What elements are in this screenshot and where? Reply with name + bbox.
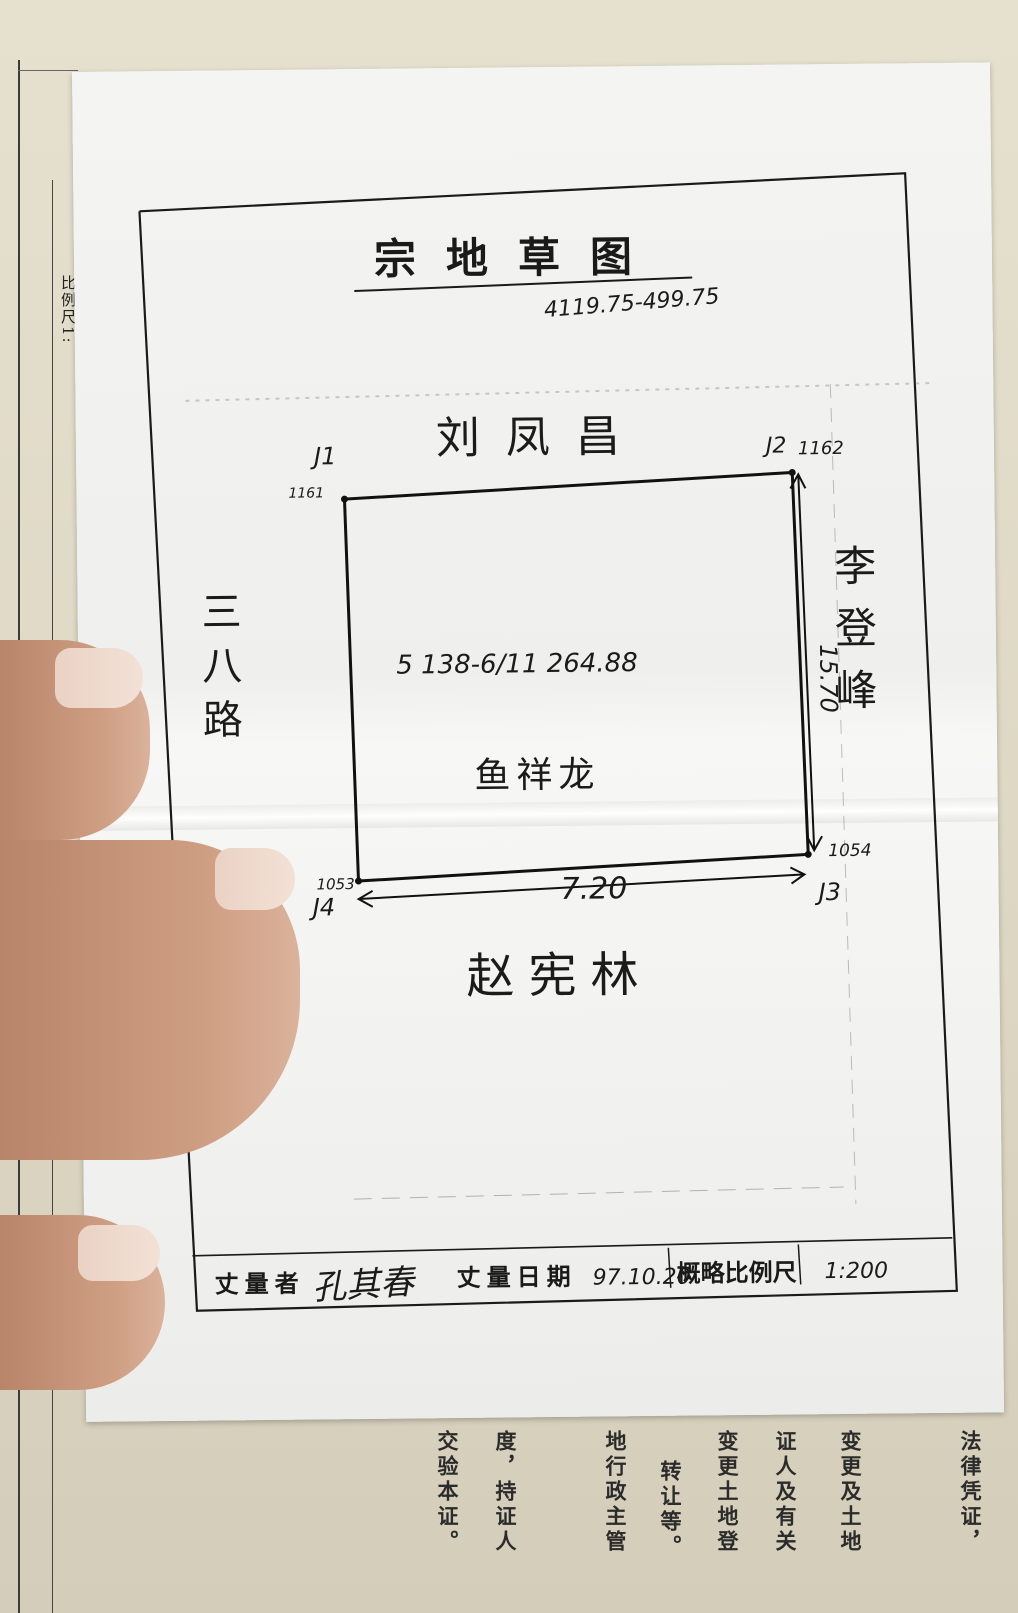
footer-divider	[797, 1244, 802, 1285]
page-rule	[18, 70, 78, 71]
background-text-column: 度，持证人	[493, 1430, 518, 1555]
arrow-head	[806, 835, 823, 853]
footer-divider	[667, 1247, 672, 1288]
arrow-head	[789, 866, 807, 885]
corner-code-j4: 1053	[316, 875, 354, 893]
date-label: 丈量日期	[456, 1262, 576, 1292]
footer-rule	[192, 1237, 953, 1257]
ghost-line	[829, 384, 857, 1204]
corner-label-j1: J1	[310, 442, 337, 470]
east-dimension-label: 15.70	[814, 644, 843, 713]
fingernail	[215, 848, 295, 910]
arrow-head	[789, 472, 807, 489]
document-title: 宗地草图	[374, 232, 663, 284]
corner-point-j1	[340, 495, 348, 503]
scale-label: 概略比例尺	[676, 1257, 796, 1287]
background-text-column: 转让等。	[658, 1460, 683, 1560]
corner-code-j2: 1162	[798, 438, 844, 459]
neighbor-west: 三八路	[194, 590, 242, 752]
neighbor-east: 李登峰	[827, 544, 878, 731]
fingernail	[55, 648, 143, 708]
corner-label-j4: J4	[309, 893, 336, 921]
printed-frame	[138, 172, 958, 1312]
neighbor-north: 刘凤昌	[436, 411, 647, 464]
scale-value: 1:200	[824, 1259, 888, 1285]
background-text-column: 地行政主管	[603, 1430, 628, 1555]
background-text-column: 法律凭证，	[958, 1430, 983, 1555]
ghost-line	[185, 381, 936, 402]
parcel-code: 4119.75-499.75	[543, 284, 720, 323]
south-dimension-label: 7.20	[560, 871, 627, 907]
surveyor-label: 丈量者	[215, 1269, 305, 1299]
title-underline	[354, 276, 693, 293]
corner-label-j2: J2	[762, 434, 787, 459]
date-value: 97.10.20	[593, 1265, 691, 1291]
east-dimension-line	[797, 474, 816, 850]
corner-code-j3: 1054	[828, 841, 871, 861]
parcel-sketch-sheet: 宗地草图 4119.75-499.75 刘凤昌 李登峰 三八路 赵宪林 鱼祥龙 …	[72, 62, 1005, 1422]
corner-code-j1: 1161	[288, 485, 324, 501]
neighbor-south: 赵宪林	[466, 947, 653, 1005]
ghost-line	[353, 1186, 844, 1200]
surveyor-signature: 孔其春	[311, 1262, 418, 1309]
south-dimension-line	[358, 873, 805, 901]
parcel-label: 5 138-6/11 264.88	[396, 648, 638, 681]
background-scale-label: 比例尺1:	[59, 275, 77, 345]
background-text-column: 证人及有关	[773, 1430, 798, 1555]
parcel-sketch-drawing: 宗地草图 4119.75-499.75 刘凤昌 李登峰 三八路 赵宪林 鱼祥龙 …	[138, 172, 958, 1312]
corner-point-j2	[788, 468, 796, 476]
background-text-column: 交验本证。	[435, 1430, 460, 1555]
corner-point-j4	[354, 877, 362, 885]
corner-label-j3: J3	[814, 878, 841, 906]
background-text-column: 变更土地登	[715, 1430, 740, 1555]
corner-point-j3	[804, 850, 812, 858]
owner-name: 鱼祥龙	[474, 755, 600, 797]
background-text-column: 变更及土地	[838, 1430, 863, 1555]
arrow-head	[356, 890, 374, 908]
fingernail	[78, 1225, 160, 1281]
